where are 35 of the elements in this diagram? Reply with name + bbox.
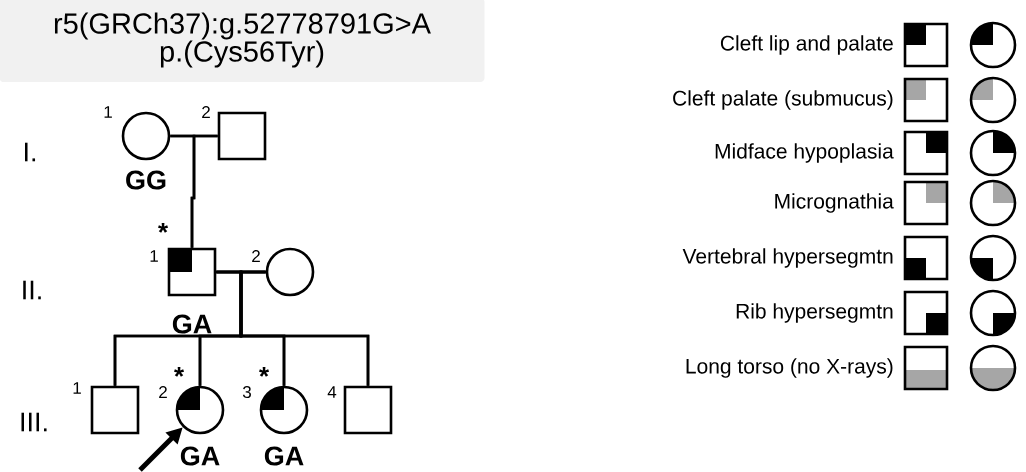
generation-number: 1 xyxy=(150,250,158,262)
asterisk-mark: * xyxy=(259,367,270,377)
legend-label: Micrognathia xyxy=(775,193,894,213)
generation-number: 1 xyxy=(73,382,81,394)
generation-label: II. xyxy=(23,280,41,300)
male-symbol xyxy=(167,247,217,297)
male-symbol xyxy=(217,111,267,161)
female-symbol xyxy=(121,111,171,161)
generation-number: 2 xyxy=(252,250,260,262)
legend-label: Cleft lip and palate xyxy=(720,35,893,55)
female-symbol xyxy=(175,385,225,435)
legend-label: Rib hypersegmtn xyxy=(736,303,893,323)
legend-label: Midface hypoplasia xyxy=(715,143,894,163)
male-symbol xyxy=(343,385,393,435)
female-symbol xyxy=(259,385,309,435)
legend-label: Cleft palate (submucus) xyxy=(673,90,893,110)
legend-label: Vertebral hypersegmtn xyxy=(682,248,893,268)
male-symbol xyxy=(90,385,140,435)
genotype-label: GG xyxy=(126,170,166,190)
pedigree-line xyxy=(190,134,218,248)
generation-number: 1 xyxy=(104,106,112,118)
legend-label: Long torso (no X-rays) xyxy=(686,358,893,378)
genotype-label: GA xyxy=(172,314,212,334)
genotype-label: GA xyxy=(180,446,220,466)
female-symbol xyxy=(265,247,315,297)
generation-label: III. xyxy=(21,412,47,432)
generation-label: I. xyxy=(25,142,36,162)
asterisk-mark: * xyxy=(158,223,169,233)
generation-number: 4 xyxy=(327,386,337,398)
title-banner: r5(GRCh37):g.52778791G>A p.(Cys56Tyr) xyxy=(0,0,485,82)
generation-number: 3 xyxy=(242,386,251,399)
generation-number: 2 xyxy=(202,106,210,118)
genotype-label: GA xyxy=(264,446,304,466)
asterisk-mark: * xyxy=(174,367,185,377)
generation-number: 2 xyxy=(159,386,167,398)
